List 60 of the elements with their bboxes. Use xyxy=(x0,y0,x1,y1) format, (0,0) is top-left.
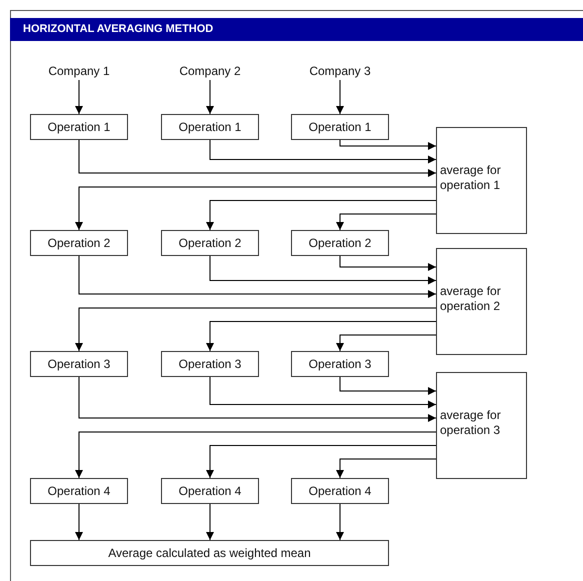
arrow xyxy=(340,256,436,271)
company-label: Company 3 xyxy=(291,64,389,80)
arrow xyxy=(336,458,436,478)
arrow xyxy=(78,256,436,298)
average-box xyxy=(436,248,527,355)
process-box xyxy=(30,230,128,256)
company-label: Company 1 xyxy=(30,64,128,80)
process-box xyxy=(161,114,259,140)
box-label: Operation 1 xyxy=(308,120,372,134)
arrow xyxy=(78,140,436,177)
process-box xyxy=(161,478,259,504)
arrow xyxy=(336,334,436,352)
box-label: Average calculated as weighted mean xyxy=(108,546,311,560)
arrow xyxy=(78,376,436,422)
process-box xyxy=(291,230,389,256)
process-box xyxy=(291,478,389,504)
box-label: Operation 4 xyxy=(308,484,372,498)
arrow xyxy=(206,80,214,114)
arrow xyxy=(340,140,436,150)
arrow xyxy=(206,504,214,540)
arrow xyxy=(336,80,344,114)
arrow xyxy=(206,200,436,230)
process-box xyxy=(30,351,128,377)
process-box xyxy=(30,114,128,140)
process-box xyxy=(291,114,389,140)
arrow xyxy=(75,186,436,230)
process-box xyxy=(291,351,389,377)
title-bar: HORIZONTAL AVERAGING METHOD xyxy=(10,18,583,41)
arrow xyxy=(75,432,436,478)
arrow xyxy=(75,80,83,114)
arrow xyxy=(340,376,436,395)
arrow xyxy=(210,140,436,164)
arrow xyxy=(206,321,436,352)
box-label: average for operation 2 xyxy=(440,284,502,314)
box-label: Operation 4 xyxy=(48,484,110,498)
company-label: Company 2 xyxy=(161,64,259,80)
box-label: Operation 2 xyxy=(308,236,372,250)
arrow xyxy=(210,376,436,408)
arrow xyxy=(75,504,83,540)
arrow xyxy=(75,308,436,352)
box-label: average for operation 1 xyxy=(440,162,502,192)
box-label: Operation 3 xyxy=(178,357,242,371)
box-label: Operation 1 xyxy=(48,120,110,134)
process-box xyxy=(30,478,128,504)
average-box xyxy=(436,372,527,479)
box-label: Operation 3 xyxy=(308,357,372,371)
box-label: Operation 2 xyxy=(48,236,110,250)
arrow xyxy=(206,445,436,478)
box-label: Operation 4 xyxy=(178,484,242,498)
box-label: Operation 3 xyxy=(48,357,110,371)
process-box xyxy=(30,540,389,566)
box-label: average for operation 3 xyxy=(440,408,502,438)
arrow xyxy=(336,504,344,540)
arrow xyxy=(336,214,436,230)
average-box xyxy=(436,127,527,234)
box-label: Operation 1 xyxy=(178,120,242,134)
process-box xyxy=(161,230,259,256)
arrow xyxy=(210,256,436,284)
process-box xyxy=(161,351,259,377)
box-label: Operation 2 xyxy=(178,236,242,250)
